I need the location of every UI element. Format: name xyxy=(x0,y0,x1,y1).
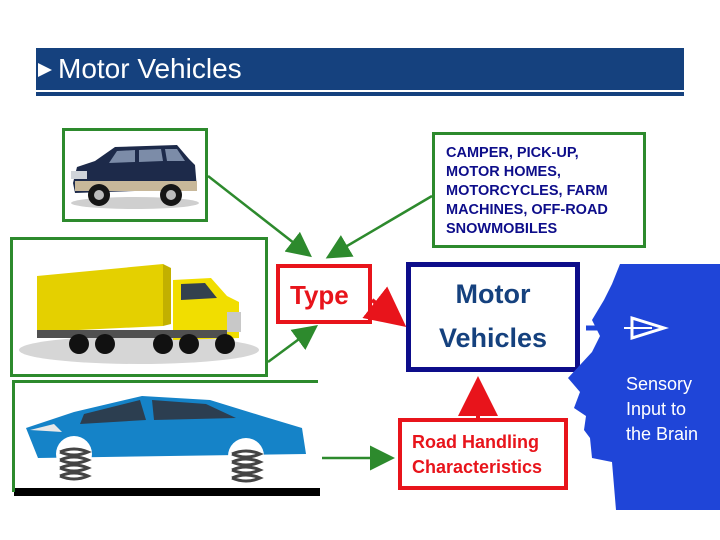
list-to-type-arrow xyxy=(330,196,432,256)
truck-to-type-arrow xyxy=(268,328,314,362)
suv-to-type-arrow xyxy=(208,176,308,254)
type-to-motor-arrow xyxy=(372,300,400,322)
